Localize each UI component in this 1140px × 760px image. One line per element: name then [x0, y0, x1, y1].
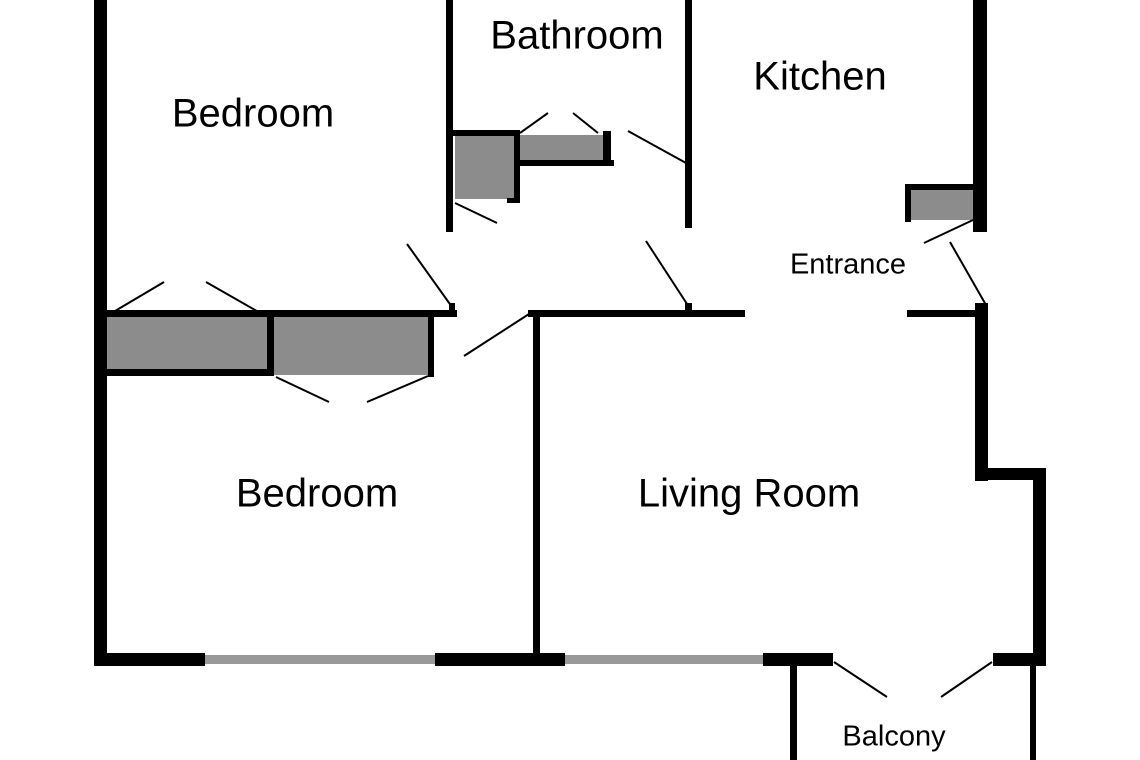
wall-right-upper: [975, 303, 988, 481]
wall-living-top: [528, 310, 745, 317]
window-bedroom: [205, 655, 435, 664]
bedroom-closet-2: [273, 317, 431, 375]
wall-left-outer: [94, 0, 107, 666]
wall-right-lower: [1033, 468, 1046, 666]
windows: [205, 655, 763, 664]
room-label-living-room: Living Room: [637, 471, 861, 516]
walls: [94, 0, 1046, 760]
door-swings: [109, 112, 993, 698]
room-label-balcony: Balcony: [842, 720, 946, 753]
wall-living-left: [533, 313, 540, 665]
wall-bedrooms: [107, 310, 457, 317]
bathroom-cabinet: [519, 135, 610, 162]
room-label-bathroom: Bathroom: [490, 13, 664, 58]
room-label-bedroom-bottom: Bedroom: [235, 471, 399, 516]
bedroom-closet-1: [107, 317, 270, 372]
bathroom-closet: [455, 135, 515, 199]
fixtures: [107, 135, 973, 375]
kitchen-cabinet: [911, 190, 973, 220]
room-label-entrance: Entrance: [789, 248, 907, 281]
wall-balcony-left: [790, 660, 797, 760]
window-living-room: [565, 655, 763, 664]
room-label-kitchen: Kitchen: [753, 54, 887, 99]
wall-bedroom-bathroom: [446, 0, 453, 232]
room-label-bedroom-top: Bedroom: [171, 91, 335, 136]
wall-balcony-right: [1030, 660, 1036, 760]
wall-kitchen-right: [973, 0, 987, 232]
wall-bathroom-kitchen: [685, 0, 692, 228]
